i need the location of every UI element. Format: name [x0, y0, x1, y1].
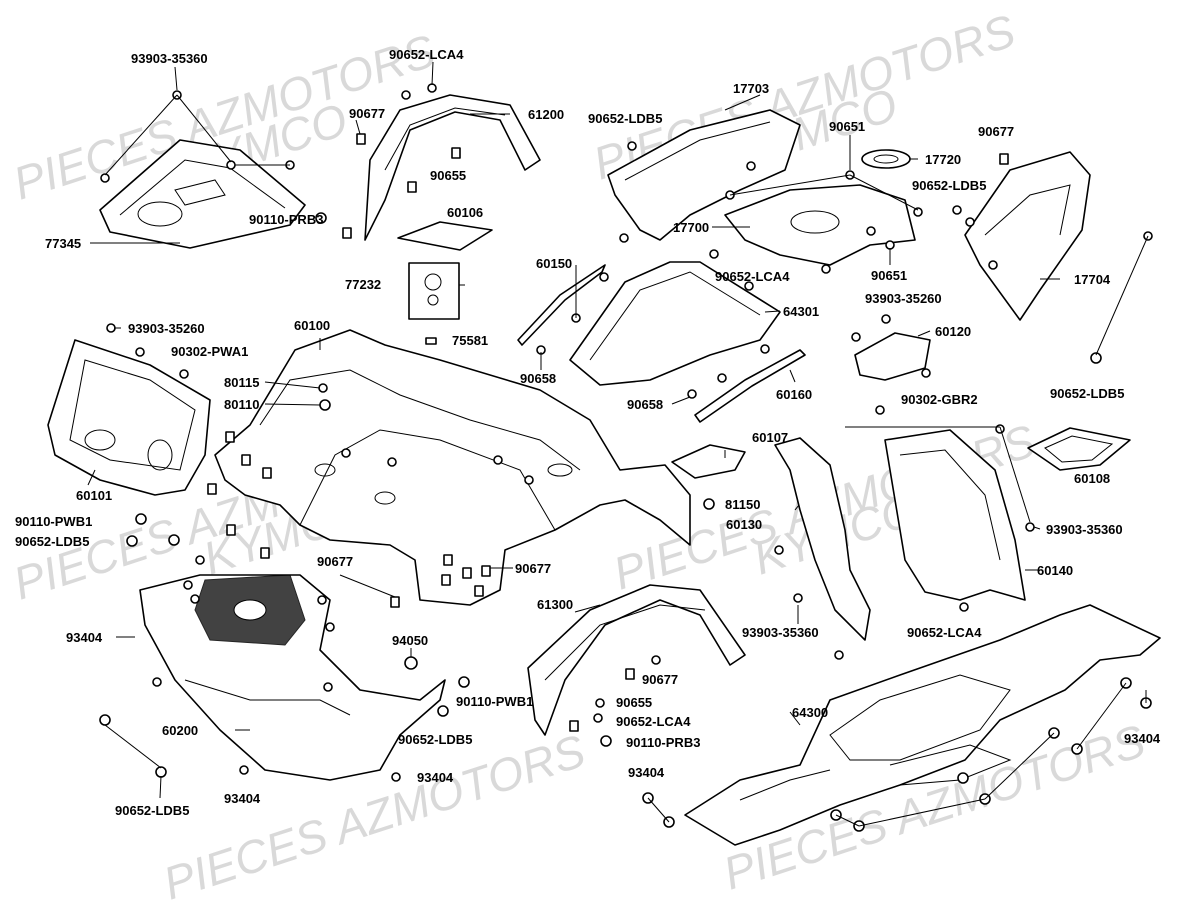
label-90652-LCA4: 90652-LCA4: [907, 625, 982, 640]
label-93903-35360: 93903-35360: [1046, 522, 1123, 537]
part-60108-pad: [1027, 427, 1131, 471]
part-60140-inner-panel: [884, 429, 1026, 601]
label-90110-PRB3: 90110-PRB3: [626, 735, 700, 750]
label-90302-GBR2: 90302-GBR2: [901, 392, 978, 407]
label-93404: 93404: [224, 791, 261, 806]
label-17700: 17700: [673, 220, 709, 235]
part-61300-front-fender: [527, 584, 746, 736]
label-90655: 90655: [430, 168, 466, 183]
label-17703: 17703: [733, 81, 769, 96]
label-60140: 60140: [1037, 563, 1073, 578]
label-60120: 60120: [935, 324, 971, 339]
label-93903-35360: 93903-35360: [742, 625, 819, 640]
label-60160: 60160: [776, 387, 812, 402]
label-93404: 93404: [66, 630, 103, 645]
part-77345-rack-cover: [99, 139, 306, 249]
part-64301-front-cover: [569, 261, 781, 386]
label-90652-LCA4: 90652-LCA4: [389, 47, 464, 62]
label-77345: 77345: [45, 236, 81, 251]
label-60101: 60101: [76, 488, 112, 503]
part-17704-side-cover: [964, 151, 1091, 321]
label-80115: 80115: [224, 375, 259, 390]
leader-lines: [87, 61, 1149, 827]
label-94050: 94050: [392, 633, 428, 648]
label-77232: 77232: [345, 277, 381, 292]
label-90652-LDB5: 90652-LDB5: [15, 534, 89, 549]
label-90658: 90658: [627, 397, 663, 412]
label-60200: 60200: [162, 723, 198, 738]
label-90652-LCA4: 90652-LCA4: [616, 714, 691, 729]
part-17700-tank-cover: [724, 184, 916, 266]
label-61300: 61300: [537, 597, 573, 612]
label-93903-35260: 93903-35260: [128, 321, 205, 336]
part-61200-rear-fender: [364, 94, 541, 241]
label-64300: 64300: [792, 705, 828, 720]
label-90651: 90651: [829, 119, 865, 134]
label-90110-PRB3: 90110-PRB3: [249, 212, 323, 227]
part-60107-lid: [671, 444, 746, 479]
label-60130: 60130: [726, 517, 762, 532]
label-75581: 75581: [452, 333, 488, 348]
label-90655: 90655: [616, 695, 652, 710]
label-60108: 60108: [1074, 471, 1110, 486]
label-81150: 81150: [725, 497, 760, 512]
part-17703-rear-cover: [607, 109, 801, 241]
label-90677: 90677: [642, 672, 678, 687]
label-90677: 90677: [349, 106, 385, 121]
part-60106-lid: [397, 221, 493, 251]
label-17704: 17704: [1074, 272, 1111, 287]
label-90658: 90658: [520, 371, 556, 386]
label-93404: 93404: [1124, 731, 1161, 746]
label-90677: 90677: [515, 561, 551, 576]
label-17720: 17720: [925, 152, 961, 167]
label-90652-LDB5: 90652-LDB5: [398, 732, 472, 747]
label-90677: 90677: [978, 124, 1014, 139]
label-61200: 61200: [528, 107, 564, 122]
part-17720-grommet: [861, 149, 911, 169]
label-93404: 93404: [417, 770, 454, 785]
part-labels: 93903-35360 90652-LCA4 90677 61200 90655…: [15, 47, 1161, 818]
label-93903-35360: 93903-35360: [131, 51, 208, 66]
label-93903-35260: 93903-35260: [865, 291, 942, 306]
label-60107: 60107: [752, 430, 788, 445]
label-90652-LDB5: 90652-LDB5: [912, 178, 986, 193]
label-90110-PWB1: 90110-PWB1: [456, 694, 533, 709]
part-60100-front-body: [214, 329, 691, 606]
label-90652-LDB5: 90652-LDB5: [588, 111, 662, 126]
part-60101-headlight-housing: [47, 339, 211, 496]
label-90652-LDB5: 90652-LDB5: [1050, 386, 1124, 401]
label-90651: 90651: [871, 268, 907, 283]
label-90110-PWB1: 90110-PWB1: [15, 514, 92, 529]
part-77232-lock: [408, 262, 460, 320]
label-90302-PWA1: 90302-PWA1: [171, 344, 248, 359]
part-60150-strip: [517, 264, 606, 346]
label-90652-LCA4: 90652-LCA4: [715, 269, 790, 284]
part-64300-skid-plate: [684, 604, 1161, 846]
label-90677: 90677: [317, 554, 353, 569]
label-60106: 60106: [447, 205, 483, 220]
label-93404: 93404: [628, 765, 665, 780]
part-60130-inner-panel: [774, 437, 871, 641]
label-60150: 60150: [536, 256, 572, 271]
part-60160-strip: [694, 349, 806, 423]
part-60200-front-bumper: [139, 574, 446, 781]
label-80110: 80110: [224, 397, 259, 412]
label-90652-LDB5: 90652-LDB5: [115, 803, 189, 818]
label-60100: 60100: [294, 318, 330, 333]
part-60120-bracket: [854, 332, 931, 381]
label-64301: 64301: [783, 304, 819, 319]
hardware-fasteners: [99, 83, 1153, 832]
